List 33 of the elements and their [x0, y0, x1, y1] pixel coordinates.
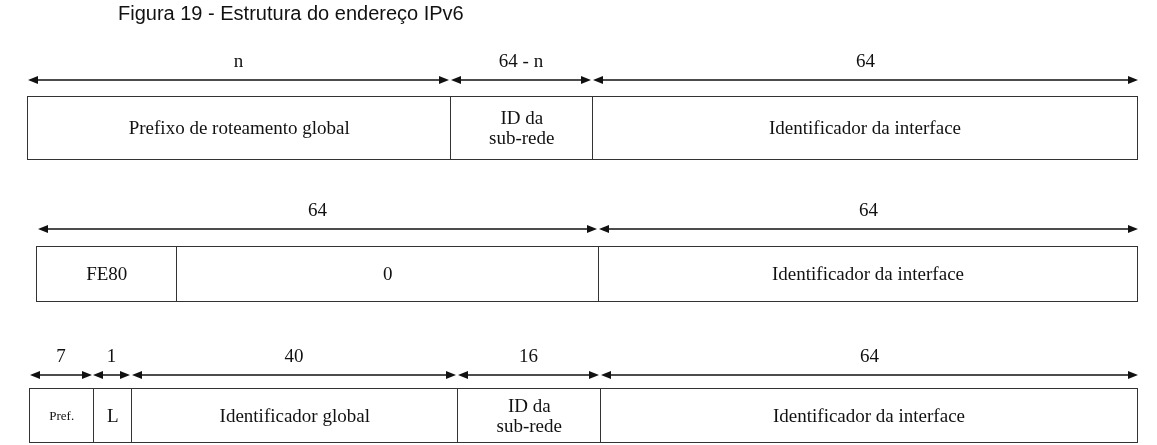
field-label: Identificador global [219, 405, 370, 426]
address-field [600, 388, 1138, 443]
bit-length-label: 16 [519, 345, 538, 367]
address-field [450, 96, 594, 160]
address-field [598, 246, 1138, 302]
address-field [29, 388, 95, 443]
field-label: Identificador da interface [772, 264, 964, 284]
bit-length-label: 64 [308, 199, 327, 221]
bit-length-label: 64 [856, 50, 875, 72]
address-field [457, 388, 602, 443]
field-label: ID da sub-rede [488, 108, 556, 148]
address-field [27, 96, 452, 160]
field-label: L [106, 405, 119, 426]
bit-length-label: n [233, 50, 244, 72]
address-field [592, 96, 1138, 160]
bit-length-label: 64 [859, 199, 878, 221]
figure-title: Figura 19 - Estrutura do endereço IPv6 [118, 2, 464, 25]
field-label: 0 [383, 264, 393, 284]
field-label: Prefixo de roteamento global [128, 118, 350, 138]
bit-length-label: 64 - n [498, 50, 544, 72]
address-field [36, 246, 178, 302]
field-label: FE80 [86, 264, 128, 284]
field-label: Identificador da interface [769, 118, 961, 138]
address-field [176, 246, 600, 302]
bit-length-label: 40 [284, 345, 304, 367]
address-field [93, 388, 133, 443]
bit-length-label: 64 [860, 345, 879, 367]
field-label: ID da sub-rede [495, 395, 563, 436]
bit-length-label: 1 [106, 345, 117, 367]
field-label: Identificador da interface [773, 405, 965, 426]
field-label: Pref. [49, 408, 75, 423]
bit-length-label: 7 [56, 345, 66, 367]
address-field [131, 388, 459, 443]
